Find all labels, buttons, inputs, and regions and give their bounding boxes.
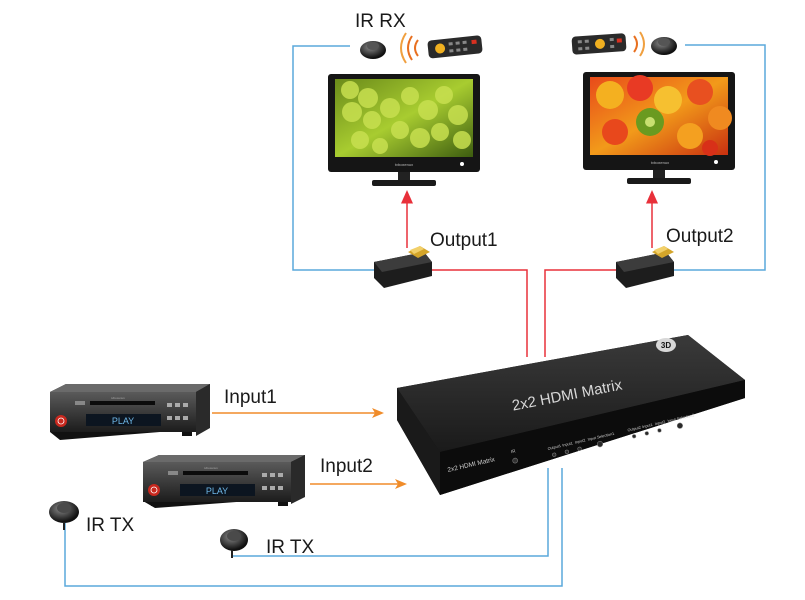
input1-label: Input1	[224, 387, 277, 408]
media-player-1: tvboxenux PLAY	[50, 384, 210, 440]
hdmi-matrix-device: 2x2 HDMI Matrix 3D 2x2 HDMI Matrix IR Ou…	[397, 335, 745, 495]
media-player-2: tvboxenux PLAY	[143, 455, 305, 508]
ir-receiver-1	[360, 41, 386, 59]
ir-tx-lines	[64, 468, 563, 587]
player-1-brand: tvboxenux	[111, 396, 125, 400]
input-arrows	[212, 408, 407, 489]
port-label-2: Input2	[575, 438, 586, 444]
monitor-1: tvboxenux	[328, 74, 480, 186]
matrix-top-face	[397, 335, 745, 452]
monitor-1-brand: tvboxenux	[395, 162, 413, 167]
player-1-power-icon	[55, 415, 67, 427]
port-label-3: Input Selection1	[587, 432, 614, 442]
player-2-power-icon	[148, 484, 160, 496]
ir-tx-emitter-2	[220, 529, 248, 558]
port-label-7: Input Selection2	[667, 413, 694, 423]
port-label-5: Input1	[642, 423, 653, 429]
hdmi-adapter-2	[616, 246, 674, 288]
port-label-0: Output1	[547, 444, 561, 451]
remote-control-2	[571, 33, 627, 55]
output1-label: Output1	[430, 230, 498, 251]
output-lines	[401, 190, 658, 357]
matrix-front-face	[440, 380, 745, 495]
output2-label: Output2	[666, 226, 734, 247]
player-2-brand: tvboxenux	[204, 466, 218, 470]
3d-badge-text: 3D	[661, 341, 671, 350]
3d-badge-icon: 3D	[656, 338, 676, 352]
ir-signal-waves-1	[400, 32, 419, 64]
input2-arrowhead	[395, 479, 407, 489]
player-1-display-text: PLAY	[112, 416, 134, 426]
port-label-1: Input1	[562, 441, 573, 447]
monitor-2: tvboxenux	[583, 72, 735, 184]
player-2-display	[180, 484, 255, 496]
ir-receiver-2	[651, 37, 677, 55]
port-label-6: Input2	[655, 420, 666, 426]
port-label-4: Output2	[627, 426, 641, 433]
ir-signal-waves-2	[633, 31, 645, 57]
monitor-2-brand: tvboxenux	[651, 160, 669, 165]
player-1-display	[86, 414, 161, 426]
ir-port-icon	[512, 457, 518, 464]
ir-rx-lines	[292, 44, 766, 271]
ir-rx-label: IR RX	[355, 11, 406, 32]
front-port-labels: Output1 Input1 Input2 Input Selection1 O…	[547, 413, 695, 457]
ir-tx-label-2: IR TX	[266, 537, 315, 558]
hdmi-adapter-1	[374, 246, 432, 288]
input2-label: Input2	[320, 456, 373, 477]
ir-tx-label-1: IR TX	[86, 515, 135, 536]
player-2-display-text: PLAY	[206, 486, 228, 496]
ir-tx-emitter-1	[49, 501, 79, 530]
ir-port-label: IR	[511, 448, 517, 454]
input1-arrowhead	[372, 408, 384, 418]
remote-control-1	[427, 35, 483, 59]
